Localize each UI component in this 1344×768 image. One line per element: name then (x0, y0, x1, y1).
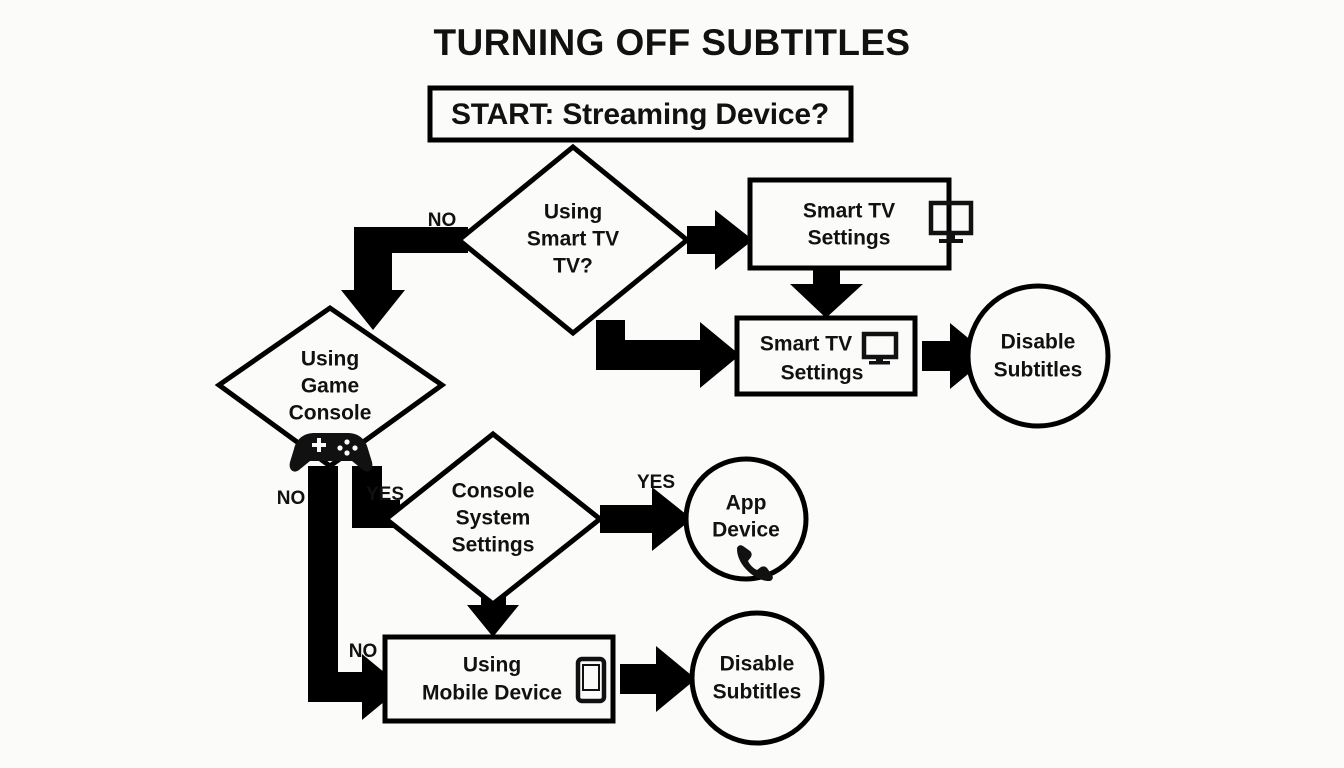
node-smart-tv-decision[interactable]: Using Smart TV TV? (455, 143, 691, 337)
edge-label-app-yes: YES (637, 472, 675, 493)
edge-label-smarttv-no: NO (428, 210, 457, 231)
page-title: TURNING OFF SUBTITLES (433, 22, 911, 63)
node-mobile-device[interactable]: Using Mobile Device (382, 634, 616, 724)
node-disable-mobile-line1: Disable (720, 653, 795, 676)
phone-handset-icon (737, 545, 773, 581)
node-disable-mobile-line2: Subtitles (713, 681, 802, 704)
node-game-console-line3: Console (289, 402, 372, 425)
node-smart-tv-line2: Smart TV (527, 228, 619, 251)
monitor-icon (861, 331, 899, 365)
node-console-system-line2: System (456, 507, 531, 530)
connector-console-to-app (600, 487, 692, 551)
node-app-device[interactable]: App Device (683, 456, 809, 582)
node-app-device-line2: Device (712, 519, 780, 542)
node-start[interactable]: START: Streaming Device? (427, 85, 854, 143)
node-disable-subtitles-mobile[interactable]: Disable Subtitles (689, 610, 825, 746)
node-game-console-line2: Game (301, 375, 359, 398)
node-mobile-line1: Using (463, 654, 521, 677)
node-game-console-line1: Using (301, 348, 359, 371)
node-settings2-line2: Settings (781, 362, 864, 385)
connector-console-to-mobile (467, 592, 519, 637)
node-smart-tv-settings-2[interactable]: Smart TV Settings (734, 315, 918, 397)
node-smart-tv-settings-1[interactable]: Smart TV Settings (747, 177, 974, 271)
node-start-label: START: Streaming Device? (451, 98, 829, 131)
node-mobile-line2: Mobile Device (422, 682, 562, 705)
node-console-system-line3: Settings (452, 534, 535, 557)
node-console-system-decision[interactable]: Console System Settings (381, 430, 605, 608)
node-disable-tv-line2: Subtitles (994, 359, 1083, 382)
connector-smarttv-down-right (596, 320, 740, 388)
edge-label-console-no: NO (277, 488, 306, 509)
node-console-system-line1: Console (452, 480, 535, 503)
monitor-icon (928, 200, 974, 243)
connector-console-yes (352, 466, 400, 528)
node-game-console-decision[interactable]: Using Game Console (214, 304, 447, 472)
node-settings1-line2: Settings (808, 227, 891, 250)
edge-label-console-yes: YES (366, 484, 404, 505)
connector-smarttv-no (341, 227, 468, 330)
node-smart-tv-line1: Using (544, 201, 602, 224)
gamepad-icon (289, 433, 373, 472)
connector-mobile-to-disable (620, 646, 696, 712)
connector-console-no (308, 466, 402, 720)
node-app-device-line1: App (726, 492, 767, 515)
node-smart-tv-line3: TV? (553, 255, 593, 278)
node-settings2-line1: Smart TV (760, 333, 852, 356)
edge-label-mobile-no: NO (349, 641, 378, 662)
node-disable-tv-line1: Disable (1001, 331, 1076, 354)
smartphone-icon (575, 656, 607, 704)
connector-smarttv-to-settings1 (687, 210, 753, 270)
connector-settings2-to-disable (922, 323, 990, 389)
connector-settings1-to-settings2 (790, 268, 863, 318)
node-settings1-line1: Smart TV (803, 200, 895, 223)
node-disable-subtitles-tv[interactable]: Disable Subtitles (965, 283, 1111, 429)
